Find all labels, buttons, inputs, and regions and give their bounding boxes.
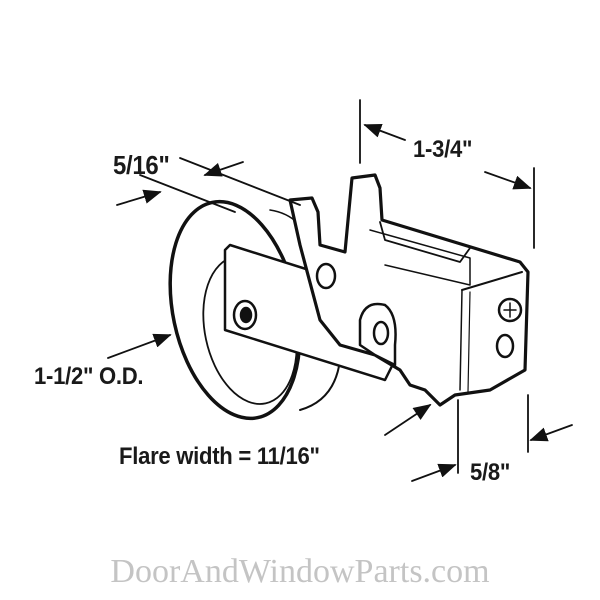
watermark: DoorAndWindowParts.com [110, 553, 490, 590]
housing-icon [288, 173, 530, 407]
dimension-lines [107, 99, 573, 482]
dimension-label-housing-length: 1-3/4" [413, 136, 473, 163]
dimension-label-flare-width: Flare width = 11/16" [119, 443, 320, 470]
dimension-label-wheel-width: 5/16" [113, 150, 170, 180]
dimension-label-housing-width: 5/8" [470, 459, 511, 486]
dimension-label-wheel-od: 1-1/2" O.D. [34, 363, 144, 390]
